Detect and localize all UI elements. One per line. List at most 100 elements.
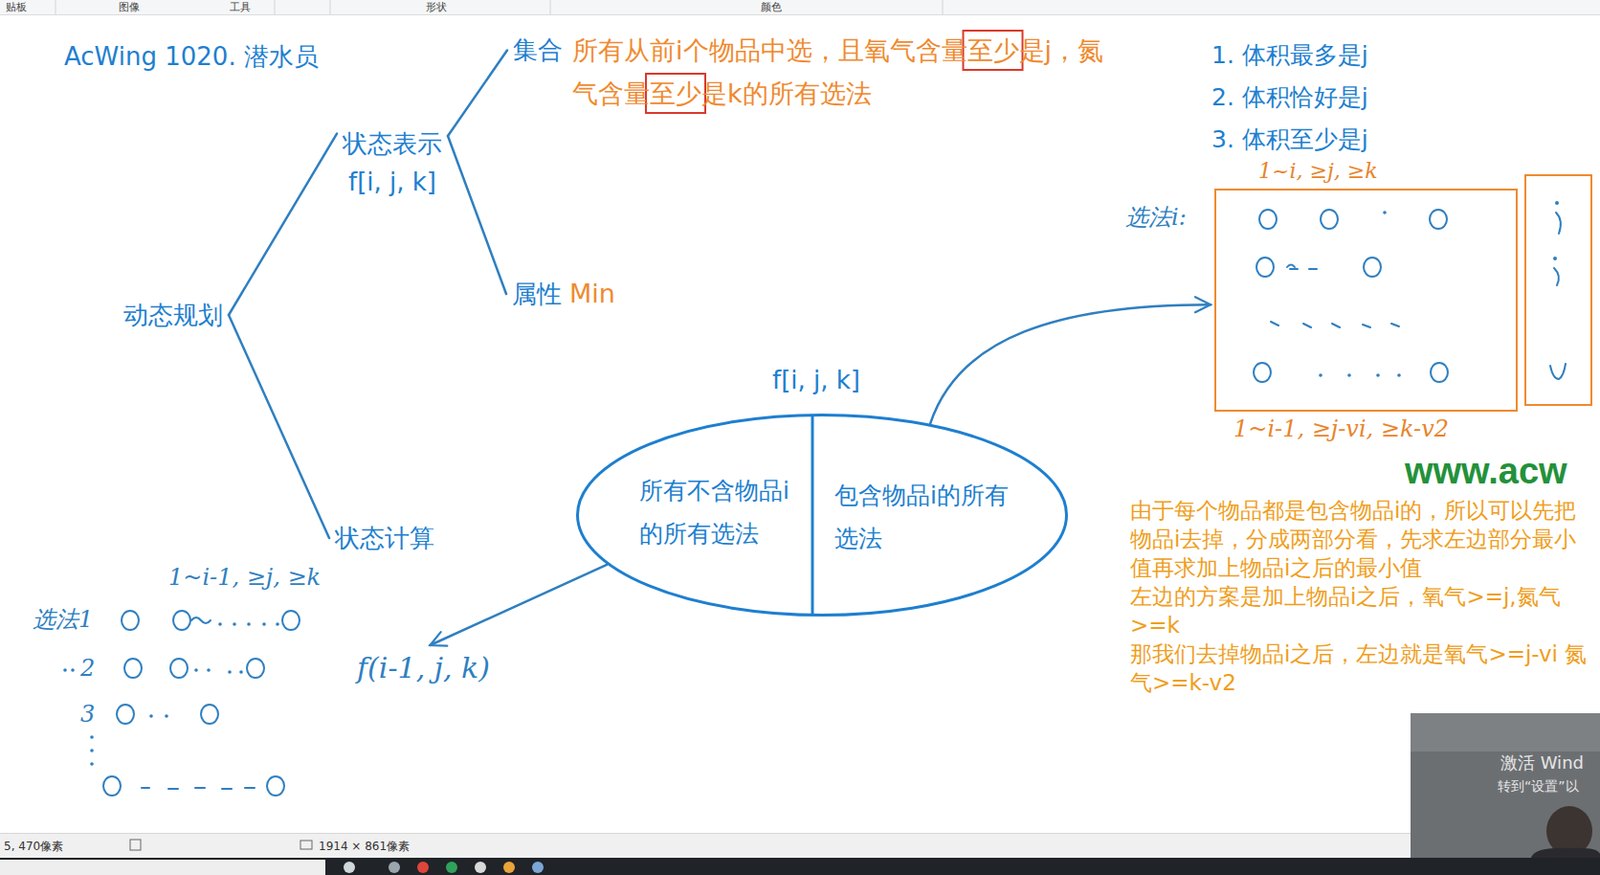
hand-circle (1429, 209, 1447, 229)
ellipse-half: 所有不含物品i的所有选法 (639, 468, 802, 556)
toolbar-border (0, 14, 1600, 16)
ellipse-outline (576, 413, 1068, 617)
taskbar-icon (503, 861, 515, 873)
handwritten-formula: f(i-1, j, k) (356, 650, 490, 686)
status-text: 5, 470像素 (3, 838, 64, 854)
taskbar-icon (343, 861, 356, 873)
toolbar-label: 颜色 (760, 0, 782, 14)
hand-circle (173, 610, 191, 630)
ellipse-divider (811, 415, 815, 616)
node-heading: 集合 (512, 28, 563, 72)
handwritten-note: 1~i-1, ≥j, ≥k (168, 562, 321, 592)
toolbar-label: 图像 (118, 0, 140, 14)
hand-circle (1259, 209, 1277, 229)
node-heading: 状态计算 (334, 521, 435, 555)
hand-circle (103, 776, 121, 796)
hand-dot (63, 667, 67, 672)
hand-dot (227, 669, 232, 674)
connector (930, 304, 1211, 423)
toolbar-strip (0, 0, 1600, 15)
mindmap-leaf: 属性Min (511, 277, 616, 311)
webcam-wall (1410, 712, 1600, 752)
hand-dot (149, 713, 154, 718)
hand-dash (1270, 321, 1279, 326)
hand-dot (89, 734, 94, 739)
list-item: 1. 体积最多是j (1211, 41, 1369, 69)
hand-circle (116, 704, 134, 724)
taskbar (0, 857, 1600, 875)
hand-dot (89, 748, 94, 753)
hand-dot (1318, 373, 1323, 378)
hand-dot (1347, 373, 1352, 378)
hand-circle (1256, 257, 1274, 277)
option-box: 1~i, ≥j, ≥k1~i-1, ≥j-vi, ≥k-v2 (1214, 188, 1518, 412)
mindmap-leaf: 集合所有从前i个物品中选，且氧气含量至少是j，氮气含量至少是k的所有选法 (512, 28, 1118, 115)
side-mark (1553, 256, 1557, 261)
list-item: 3. 体积至少是j (1211, 125, 1369, 154)
explanation-note: 那我们去掉物品i之后，左边就是氧气>=j-vi 氮气>=k-v2 (1130, 639, 1592, 697)
hand-dot (1376, 373, 1380, 378)
handwritten-number: 3 (80, 699, 95, 729)
handwritten-note: 选法1 (32, 604, 93, 634)
hand-circle (1363, 257, 1381, 277)
hand-tilde (1287, 265, 1295, 268)
hand-tilde (191, 617, 211, 623)
hand-dot (262, 622, 267, 626)
hand-dot (89, 761, 94, 766)
webcam-person-body (1531, 847, 1600, 858)
os-watermark: 转到“设置”以 (1497, 777, 1579, 795)
hand-dot (194, 667, 199, 672)
hand-dot (232, 622, 237, 626)
hand-circle (1320, 209, 1338, 229)
hand-circle (200, 704, 219, 724)
hand-dash (222, 787, 232, 790)
node-body: Min (569, 277, 616, 311)
hand-circle (121, 610, 139, 630)
hand-dash (1362, 324, 1371, 328)
hand-dot (70, 667, 75, 672)
node-heading: 状态表示 (342, 124, 443, 163)
node-heading: 所有不含物品i的所有选法 (639, 468, 802, 556)
hand-dot (246, 622, 251, 626)
webcam-frame (1410, 712, 1600, 858)
hand-dash (1289, 267, 1298, 270)
hand-dash (141, 786, 150, 789)
toolbar-separator (55, 0, 57, 15)
hand-circle (170, 658, 188, 678)
hand-circle (1430, 362, 1448, 382)
node-body: f[i, j, k] (342, 162, 443, 201)
taskbar-icon (417, 861, 429, 873)
hand-dash (1332, 323, 1340, 328)
ellipse-half: 包含物品i的所有选法 (834, 473, 1019, 560)
taskbar-icon (474, 861, 487, 873)
node-heading: f[i, j, k] (772, 363, 861, 397)
hand-dot (239, 669, 244, 674)
node-heading: f(i-1, j, k) (356, 650, 490, 686)
toolbar-label: 贴板 (5, 0, 27, 14)
hand-dot (1397, 373, 1401, 378)
mindmap-root: 动态规划 (123, 298, 223, 332)
toolbar-separator (330, 0, 332, 15)
side-mark (1554, 267, 1559, 286)
hand-circle (1253, 362, 1271, 382)
side-box (1525, 175, 1592, 405)
connector (228, 133, 337, 315)
node-heading: 属性 (511, 277, 562, 311)
hand-dot (206, 667, 211, 672)
handwritten-number: 2 (80, 653, 95, 683)
hand-dot (275, 622, 280, 626)
status-bar (0, 832, 1600, 858)
hand-dash (1391, 323, 1400, 327)
hand-circle (282, 610, 300, 630)
hand-circle (124, 658, 142, 678)
watermark: www.acw (1404, 449, 1568, 492)
hand-circle (246, 658, 265, 678)
hand-dot (1382, 210, 1387, 215)
node-body: 1~i-1, ≥j-vi, ≥k-v2 (1233, 414, 1449, 444)
hand-dash (1309, 267, 1317, 270)
hand-circle (266, 776, 285, 796)
diagram-title: AcWing 1020. 潜水员 (64, 40, 319, 73)
hand-dot (164, 713, 169, 718)
taskbar-search (0, 859, 326, 875)
node-body: 所有从前i个物品中选，且氧气含量至少是j，氮气含量至少是k的所有选法 (572, 28, 1118, 115)
